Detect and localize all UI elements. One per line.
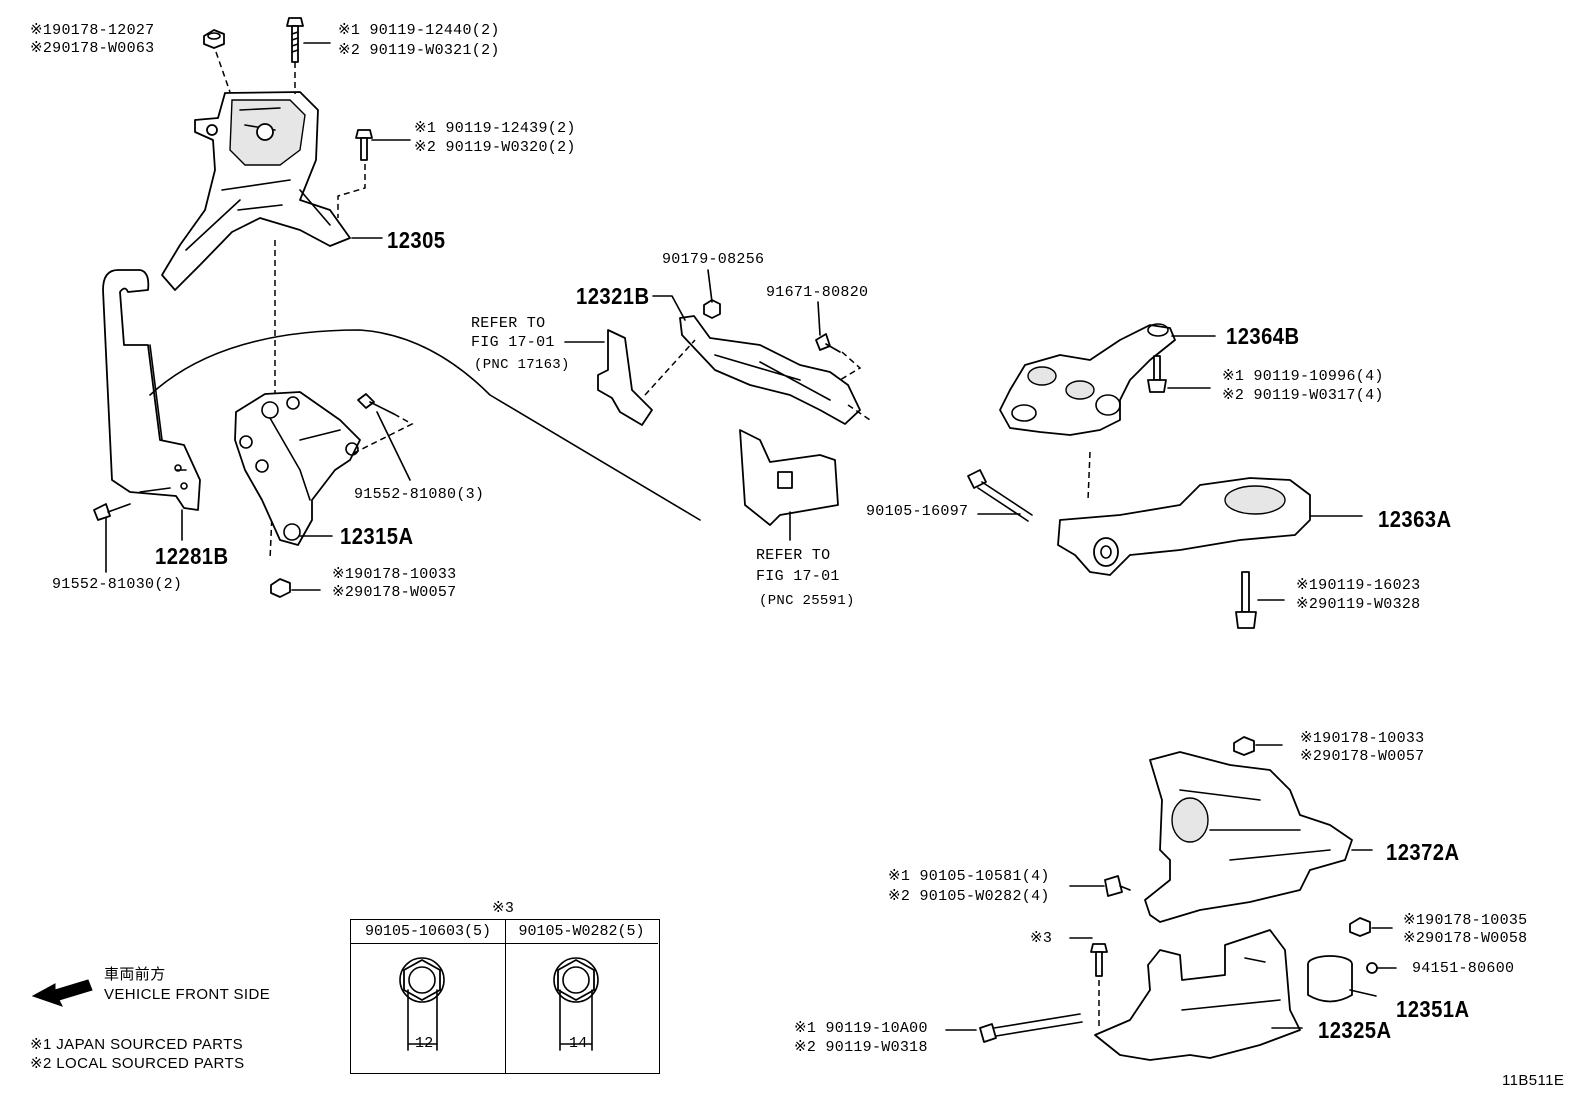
label-bolt-rr-1: ※190119-16023 (1296, 577, 1421, 594)
cushion-12351a (1307, 955, 1353, 1003)
label-bolt-right-1: ※1 90119-10996(4) (1222, 368, 1384, 385)
engine-mount-12372a (1144, 751, 1353, 923)
label-bolt-mid-2: ※2 90119-W0320(2) (414, 139, 576, 156)
bolt-icon (355, 129, 373, 161)
refer-lower-line3: (PNC 25591) (759, 593, 855, 609)
table-header-col1: 90105-10603(5) (351, 920, 505, 944)
nut-icon (270, 578, 291, 598)
hex-nut-12-icon (399, 957, 445, 1051)
label-90105-16097: 90105-16097 (866, 503, 969, 520)
part-number-12315a: 12315A (340, 523, 414, 549)
bracket-fig17-upper (597, 329, 653, 426)
label-bolt-mid-1: ※1 90119-12439(2) (414, 120, 576, 137)
torque-rod-12363a (1057, 477, 1311, 576)
bracket-12315a (234, 391, 361, 546)
nut-icon (203, 29, 225, 49)
part-number-12305: 12305 (387, 227, 446, 253)
bolt-icon (967, 469, 1033, 522)
bolt-icon (1104, 875, 1131, 897)
note-japan-sourced: ※1 JAPAN SOURCED PARTS (30, 1036, 244, 1053)
hook-bracket-12281b (102, 269, 201, 511)
refer-upper-line1: REFER TO (471, 315, 546, 332)
label-bolt-top-2: ※2 90119-W0321(2) (338, 42, 500, 59)
label-bolt-rb-1: ※1 90105-10581(4) (888, 868, 1050, 885)
label-nut-r2-2: ※290178-W0057 (1300, 748, 1425, 765)
table-header-col2: 90105-W0282(5) (505, 920, 658, 944)
part-number-12351a: 12351A (1396, 996, 1470, 1022)
stay-12321b (679, 315, 861, 425)
label-bolt-rb-2: ※2 90105-W0282(4) (888, 888, 1050, 905)
bolt-icon (286, 17, 304, 63)
label-bolt-rr-2: ※290119-W0328 (1296, 596, 1421, 613)
label-nut-low-2: ※290178-W0057 (332, 584, 457, 601)
note-local-sourced: ※2 LOCAL SOURCED PARTS (30, 1055, 245, 1072)
label-nut-top-2: ※290178-W0063 (30, 40, 155, 57)
table-title: ※3 (492, 900, 515, 917)
label-nut-top-1: ※190178-12027 (30, 22, 155, 39)
label-nut-r3-1: ※190178-10035 (1403, 912, 1528, 929)
label-nut-r2-1: ※190178-10033 (1300, 730, 1425, 747)
label-nut-r3-2: ※290178-W0058 (1403, 930, 1528, 947)
engine-mount-12305 (161, 91, 351, 291)
part-number-12363a: 12363A (1378, 506, 1452, 532)
dimension-14: 14 (569, 1035, 588, 1052)
dimension-12: 12 (415, 1035, 434, 1052)
refer-lower-line2: FIG 17-01 (756, 568, 840, 585)
label-nut-low-1: ※190178-10033 (332, 566, 457, 583)
part-number-12321b: 12321B (576, 283, 650, 309)
bolt-icon (815, 333, 841, 353)
nut-icon (1233, 736, 1255, 756)
label-bolt-long-2: ※2 90119-W0318 (794, 1039, 928, 1056)
label-bolt-top-1: ※1 90119-12440(2) (338, 22, 500, 39)
label-91671-80820: 91671-80820 (766, 284, 869, 301)
label-bolt-long-1: ※1 90119-10A00 (794, 1020, 928, 1037)
label-bolt-right-2: ※2 90119-W0317(4) (1222, 387, 1384, 404)
label-91552-81080: 91552-81080(3) (354, 486, 485, 503)
table-divider (505, 920, 506, 1073)
vehicle-front-arrow-icon (31, 979, 93, 1007)
bolt-icon (93, 503, 131, 521)
bolt-icon (1147, 355, 1167, 393)
bolt-icon (1090, 943, 1108, 977)
label-star3: ※3 (1030, 930, 1053, 947)
bracket-fig17-lower (739, 429, 839, 526)
label-90179-08256: 90179-08256 (662, 251, 765, 268)
bolt-icon (979, 1013, 1083, 1043)
bolt-icon (357, 393, 395, 415)
figure-code: 11B511E (1502, 1072, 1565, 1089)
refer-lower-line1: REFER TO (756, 547, 831, 564)
front-side-label: VEHICLE FRONT SIDE (104, 986, 271, 1003)
bracket-12325a (1094, 929, 1301, 1061)
washer-icon (1366, 962, 1378, 974)
bolt-icon (1235, 571, 1257, 629)
front-side-jp: 車両前方 (104, 966, 166, 983)
refer-upper-line2: FIG 17-01 (471, 334, 555, 351)
leader-lines (105, 42, 1397, 1031)
refer-upper-line3: (PNC 17163) (474, 357, 570, 373)
part-number-12325a: 12325A (1318, 1017, 1392, 1043)
part-number-12281b: 12281B (155, 543, 229, 569)
part-number-12372a: 12372A (1386, 839, 1460, 865)
label-91552-81030: 91552-81030(2) (52, 576, 183, 593)
mount-bracket-12364b (999, 323, 1176, 436)
fastener-spec-table: 90105-10603(5) 90105-W0282(5) (350, 919, 660, 1074)
label-94151-80600: 94151-80600 (1412, 960, 1515, 977)
hex-nut-14-icon (553, 957, 599, 1051)
part-number-12364b: 12364B (1226, 323, 1300, 349)
nut-icon (1349, 917, 1371, 937)
